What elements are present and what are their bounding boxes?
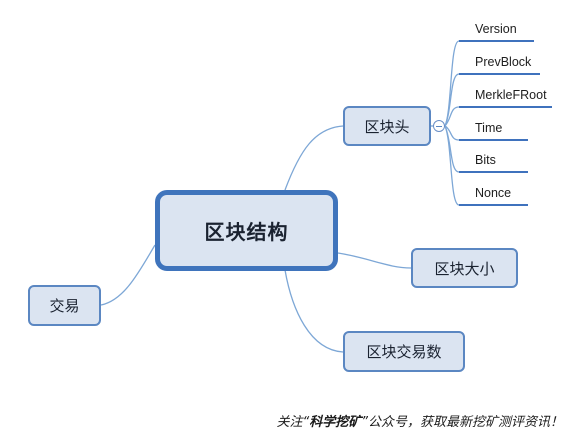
footer-prefix: 关注“ bbox=[276, 415, 310, 430]
connector-root-count bbox=[284, 269, 344, 353]
connector-root-size bbox=[337, 252, 412, 269]
connector-root-tx bbox=[100, 244, 156, 306]
leaf-time[interactable]: Time bbox=[475, 121, 503, 135]
root-node-label: 区块结构 bbox=[204, 220, 289, 244]
leaf-merkle-root[interactable]: MerkleFRoot bbox=[475, 88, 547, 102]
branch-header-label: 区块头 bbox=[364, 117, 410, 136]
branch-count-node[interactable]: 区块交易数 bbox=[343, 331, 465, 372]
leaf-nonce[interactable]: Nonce bbox=[475, 186, 512, 200]
branch-tx-label: 交易 bbox=[49, 297, 80, 315]
branch-tx-node[interactable]: 交易 bbox=[28, 285, 101, 326]
branch-size-label: 区块大小 bbox=[434, 259, 495, 278]
connector-leaf-prevblock bbox=[444, 73, 460, 127]
connector-root-header bbox=[284, 125, 344, 191]
footer-highlight: 科学挖矿 bbox=[309, 415, 362, 430]
leaf-prevblock[interactable]: PrevBlock bbox=[475, 55, 532, 69]
leaf-version[interactable]: Version bbox=[475, 22, 517, 36]
connector-leaf-time bbox=[444, 125, 460, 141]
footer-caption: 关注“科学挖矿”公众号，获取最新挖矿测评资讯！ bbox=[276, 411, 563, 430]
collapse-toggle-icon[interactable] bbox=[433, 120, 445, 132]
connector-leaf-merkle bbox=[444, 106, 460, 127]
leaf-bits[interactable]: Bits bbox=[475, 153, 496, 167]
footer-suffix: ”公众号，获取最新挖矿测评资讯！ bbox=[361, 415, 563, 430]
branch-count-label: 区块交易数 bbox=[366, 343, 442, 361]
branch-size-node[interactable]: 区块大小 bbox=[411, 248, 518, 288]
root-node[interactable]: 区块结构 bbox=[155, 190, 338, 271]
connector-leaf-nonce bbox=[444, 125, 460, 206]
branch-header-node[interactable]: 区块头 bbox=[343, 106, 431, 146]
